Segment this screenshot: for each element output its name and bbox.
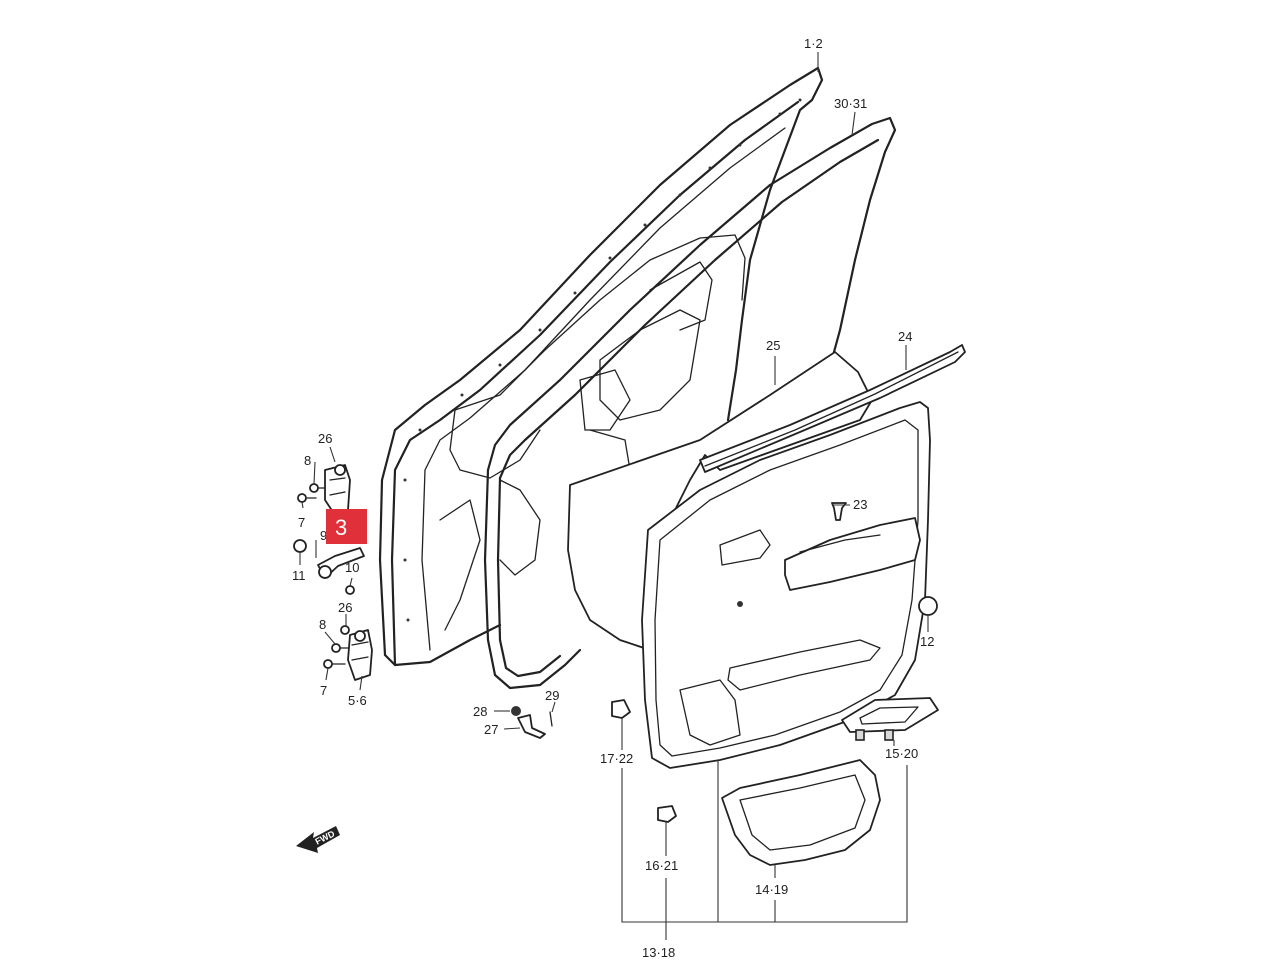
callout-13-18: 13·18 [642,945,675,960]
leader-lines [299,52,929,940]
callout-7-lower: 7 [320,683,327,698]
fwd-arrow-icon: FWD [296,826,340,853]
callout-28: 28 [473,704,487,719]
callout-5-6: 5·6 [348,693,367,708]
callout-1-2: 1·2 [804,36,823,51]
callout-14-19: 14·19 [755,882,788,897]
callout-24: 24 [898,329,912,344]
door-pocket [721,759,881,866]
highlight-label: 3 [335,515,347,540]
door-shell [378,66,824,667]
switch-bezel [841,697,939,741]
callout-15-20: 15·20 [885,746,918,761]
callout-9: 9 [320,528,327,543]
clip-23 [831,502,847,521]
lower-hinge [347,629,373,681]
bracket-27 [511,706,553,739]
door-shell-holes [403,98,802,622]
highlight-box [326,509,367,544]
callout-25: 25 [766,338,780,353]
callout-30-31: 30·31 [834,96,867,111]
callout-16-21: 16·21 [645,858,678,873]
callout-11: 11 [292,568,306,583]
hinge-bolts [293,483,355,669]
callout-8-lower: 8 [319,617,326,632]
belt-moulding [699,344,966,473]
callout-29: 29 [545,688,559,703]
cap-12 [918,596,938,616]
callout-7-upper: 7 [298,515,305,530]
callout-23: 23 [853,497,867,512]
callout-10: 10 [345,560,359,575]
callout-labels: 1·2 30·31 24 25 26 8 7 9 11 10 26 8 7 5·… [292,36,934,960]
upper-hinge [324,464,351,516]
door-weatherstrip [483,116,897,690]
callout-12: 12 [920,634,934,649]
door-trim-panel [641,401,931,769]
callout-8-upper: 8 [304,453,311,468]
callout-26-upper: 26 [318,431,332,446]
callout-27: 27 [484,722,498,737]
highlight-part-3[interactable]: 3 [326,509,367,544]
callout-17-22: 17·22 [600,751,633,766]
clip-17-22 [611,699,631,719]
clip-16-21 [657,805,677,823]
door-check-strap [317,547,365,579]
callout-26-lower: 26 [338,600,352,615]
